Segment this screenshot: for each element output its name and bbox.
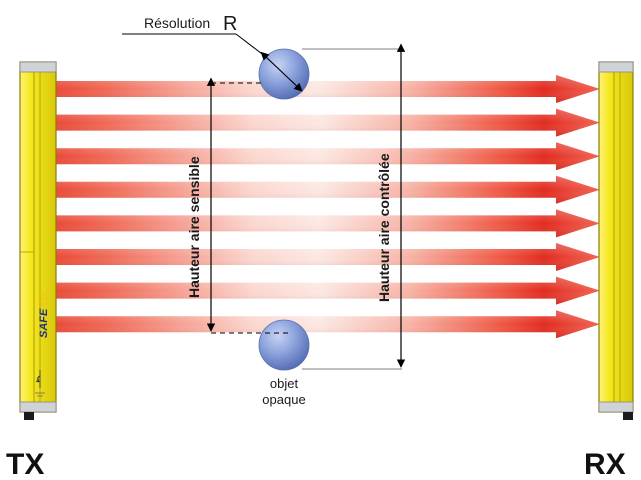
sensitive-height-label: Hauteur aire sensible xyxy=(186,156,202,298)
opaque-object-sphere xyxy=(258,319,310,371)
pointer-icon xyxy=(35,370,41,388)
light-beam-shade xyxy=(40,243,600,271)
light-beam-shade xyxy=(40,209,600,238)
object-label-line1: objet xyxy=(270,376,299,391)
tx-emitter-bar xyxy=(19,61,57,420)
controlled-height-label: Hauteur aire contrôlée xyxy=(376,153,392,302)
rx-label: RX xyxy=(584,448,626,480)
light-beam-shade xyxy=(40,142,600,171)
light-beam-shade xyxy=(40,175,600,204)
light-beam-shade xyxy=(40,108,600,137)
safeasy-brand-logo: SAFEasy xyxy=(38,290,50,338)
svg-text:SAFEasy: SAFEasy xyxy=(38,290,50,338)
resolution-leader-diag xyxy=(235,33,267,58)
light-beam-shade xyxy=(40,75,600,103)
tx-label: TX xyxy=(6,448,44,480)
resolution-symbol: R xyxy=(223,13,237,35)
object-label-line2: opaque xyxy=(262,392,305,407)
connector-icon xyxy=(35,392,45,397)
resolution-word: Résolution xyxy=(144,15,210,31)
rx-receiver-bar xyxy=(598,61,634,420)
light-beam-shade xyxy=(40,276,600,305)
light-beam-shade xyxy=(40,310,600,339)
resolution-diameter-arrow xyxy=(260,51,303,92)
light-beams xyxy=(40,75,600,339)
